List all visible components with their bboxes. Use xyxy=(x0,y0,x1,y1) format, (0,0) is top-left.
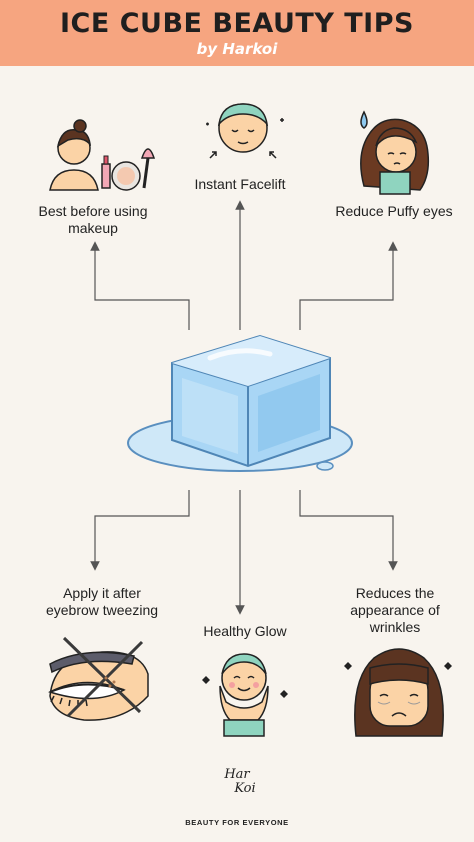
tip-best-before-makeup: Best before using makeup xyxy=(38,203,148,236)
ice-cube-illustration xyxy=(127,334,353,472)
brand-logo-line1: Har xyxy=(224,767,250,782)
puffy-eyes-illustration xyxy=(360,110,430,195)
tip-reduces-wrinkles: Reduces the appearance of wrinkles xyxy=(350,585,440,635)
arrow-top-left xyxy=(90,241,190,330)
tip-reduce-puffy-eyes: Reduce Puffy eyes xyxy=(335,203,453,219)
tip-healthy-glow: Healthy Glow xyxy=(203,623,287,639)
eyebrow-illustration xyxy=(48,636,149,721)
arrow-bottom-right xyxy=(299,490,398,571)
tip-instant-facelift: Instant Facelift xyxy=(194,176,286,192)
header-banner xyxy=(0,0,474,66)
brand-logo: Har Koi xyxy=(0,768,474,796)
page-subtitle: by Harkoi xyxy=(196,40,278,58)
brand-logo-line2: Koi xyxy=(234,781,256,796)
facelift-illustration xyxy=(206,103,284,159)
makeup-illustration xyxy=(49,119,156,191)
healthy-glow-illustration xyxy=(202,653,288,737)
page-title: ICE CUBE BEAUTY TIPS xyxy=(60,8,414,39)
brand-tagline: BEAUTY FOR EVERYONE xyxy=(185,818,289,827)
arrow-top-right xyxy=(299,241,398,330)
tip-after-eyebrow-tweezing: Apply it after eyebrow tweezing xyxy=(45,585,159,618)
wrinkles-illustration xyxy=(344,648,452,737)
arrow-bottom-left xyxy=(90,490,190,571)
